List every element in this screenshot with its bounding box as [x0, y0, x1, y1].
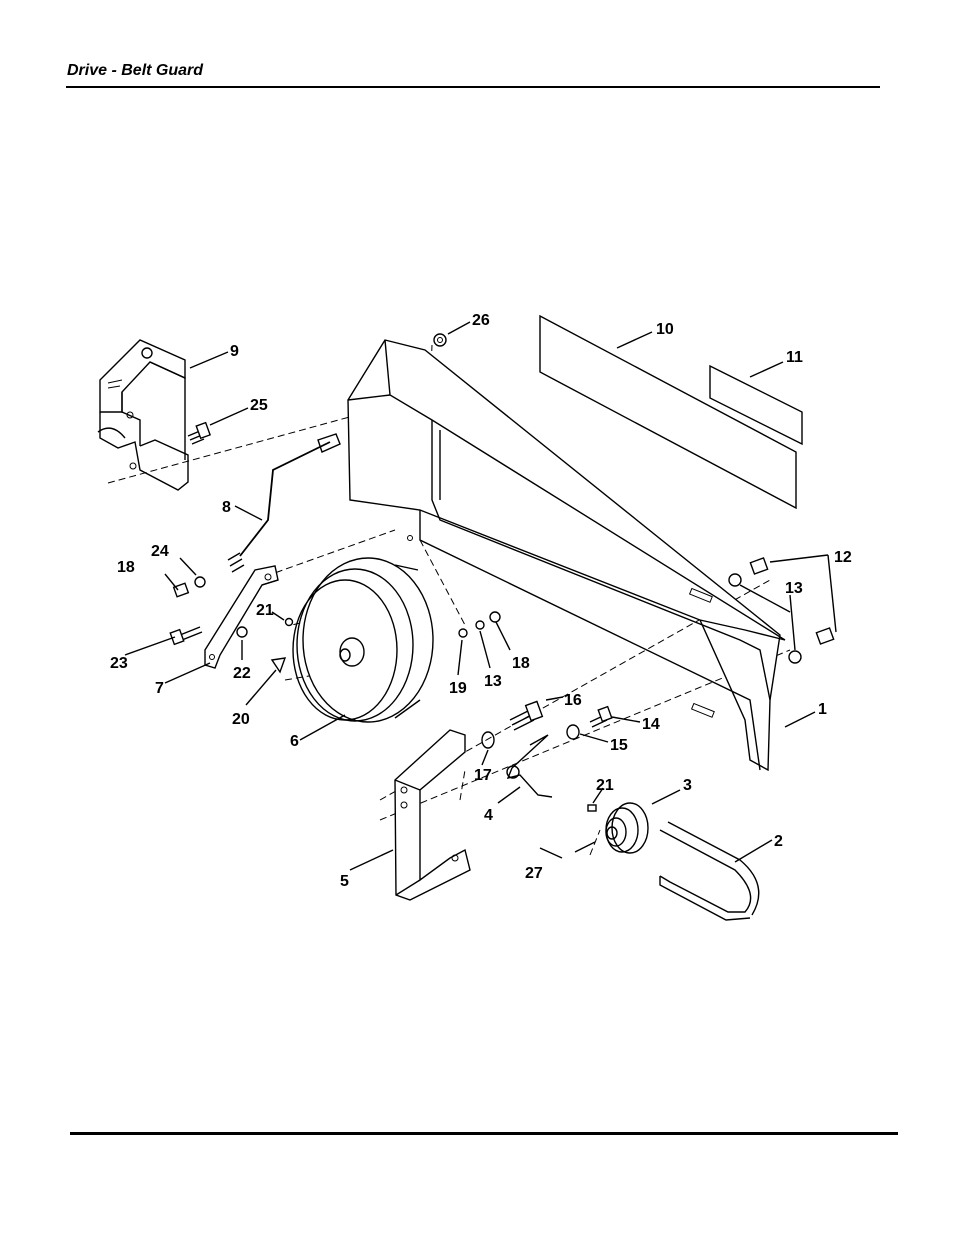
part-26-nut [433, 333, 447, 347]
part-10-decal [539, 314, 797, 510]
callout-13-center: 13 [484, 673, 502, 690]
callout-22: 22 [233, 665, 251, 682]
callout-16: 16 [564, 692, 582, 709]
part-5-bracket [394, 729, 471, 901]
callout-13-right: 13 [785, 580, 803, 597]
callout-12: 12 [834, 549, 852, 566]
callout-3: 3 [683, 777, 692, 794]
leader-lines [124, 321, 837, 871]
callout-8: 8 [222, 499, 231, 516]
part-25-bolt [187, 421, 211, 445]
part-1-belt-guard [347, 339, 786, 772]
callout-21-lower: 21 [596, 777, 614, 794]
callout-20: 20 [232, 711, 250, 728]
callout-6: 6 [290, 733, 299, 750]
hardware-left [169, 576, 294, 674]
callout-25: 25 [250, 397, 268, 414]
callout-27: 27 [525, 865, 543, 882]
callout-18-left: 18 [117, 559, 135, 576]
callout-5: 5 [340, 873, 349, 890]
callout-2: 2 [774, 833, 783, 850]
callout-26: 26 [472, 312, 490, 329]
callout-21-upper: 21 [256, 602, 274, 619]
part-3-small-pulley [605, 802, 649, 854]
callout-7: 7 [155, 680, 164, 697]
part-6-large-pulley [292, 557, 434, 723]
callout-17: 17 [474, 767, 492, 784]
part-27-key [574, 841, 596, 853]
part-9-bracket [97, 339, 189, 491]
part-7-arm [204, 565, 279, 669]
page-title: Drive - Belt Guard [67, 62, 204, 79]
footer-rule [70, 1132, 898, 1135]
part-8-rod [227, 433, 341, 573]
callout-19: 19 [449, 680, 467, 697]
hardware-right [458, 557, 835, 664]
callout-9: 9 [230, 343, 239, 360]
callout-23: 23 [110, 655, 128, 672]
callout-4: 4 [484, 807, 493, 824]
callout-1: 1 [818, 701, 827, 718]
header-rule [66, 86, 880, 88]
part-2-belt [659, 821, 760, 921]
callout-24: 24 [151, 543, 169, 560]
callout-labels: 9 25 8 26 10 11 12 13 1 2 3 21 27 16 14 … [110, 312, 852, 890]
part-11-decal [709, 364, 803, 446]
callout-14: 14 [642, 716, 660, 733]
callout-10: 10 [656, 321, 674, 338]
part-21-setscrew [587, 804, 597, 812]
callout-18-center: 18 [512, 655, 530, 672]
callout-11: 11 [786, 349, 803, 366]
hardware-center [481, 700, 613, 798]
callout-15: 15 [610, 737, 628, 754]
